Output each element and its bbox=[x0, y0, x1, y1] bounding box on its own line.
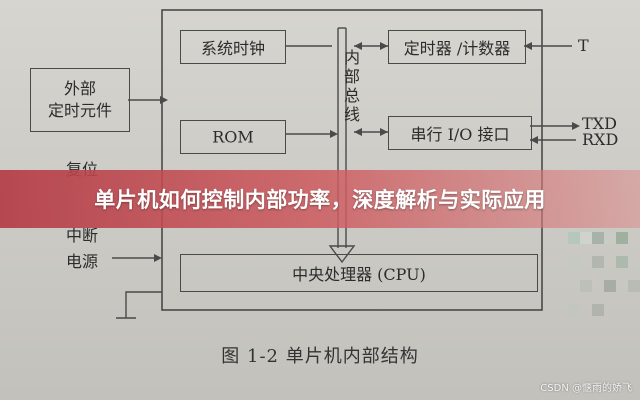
figure-caption: 图 1-2 单片机内部结构 bbox=[221, 346, 419, 367]
signal-power-label: 电源 bbox=[66, 252, 99, 271]
signal-rxd-label: RXD bbox=[582, 130, 619, 149]
rom-block: ROM bbox=[180, 120, 286, 154]
external-timer-label: 外部 定时元件 bbox=[47, 79, 112, 120]
serial-io-block: 串行 I/O 接口 bbox=[388, 116, 532, 150]
cpu-label: 中央处理器 (CPU) bbox=[292, 265, 426, 284]
signal-interrupt-label: 中断 bbox=[66, 226, 99, 245]
internal-bus-label: 内部总线 bbox=[344, 48, 361, 124]
cpu-block: 中央处理器 (CPU) bbox=[180, 254, 538, 292]
title-banner: 单片机如何控制内部功率，深度解析与实际应用 bbox=[0, 170, 640, 228]
banner-title: 单片机如何控制内部功率，深度解析与实际应用 bbox=[94, 188, 546, 212]
timer-counter-block: 定时器 /计数器 bbox=[388, 30, 526, 64]
timer-counter-label: 定时器 /计数器 bbox=[403, 39, 511, 58]
system-clock-block: 系统时钟 bbox=[180, 30, 286, 64]
external-timer-block: 外部 定时元件 bbox=[30, 68, 130, 132]
csdn-watermark: CSDN @惬雨的娇飞 bbox=[540, 383, 632, 394]
system-clock-label: 系统时钟 bbox=[200, 39, 265, 58]
rom-label: ROM bbox=[212, 127, 254, 147]
signal-txd-label: TXD bbox=[582, 114, 617, 133]
blur-mosaic bbox=[568, 232, 640, 320]
signal-t-label: T bbox=[578, 36, 589, 55]
serial-io-label: 串行 I/O 接口 bbox=[410, 125, 510, 144]
